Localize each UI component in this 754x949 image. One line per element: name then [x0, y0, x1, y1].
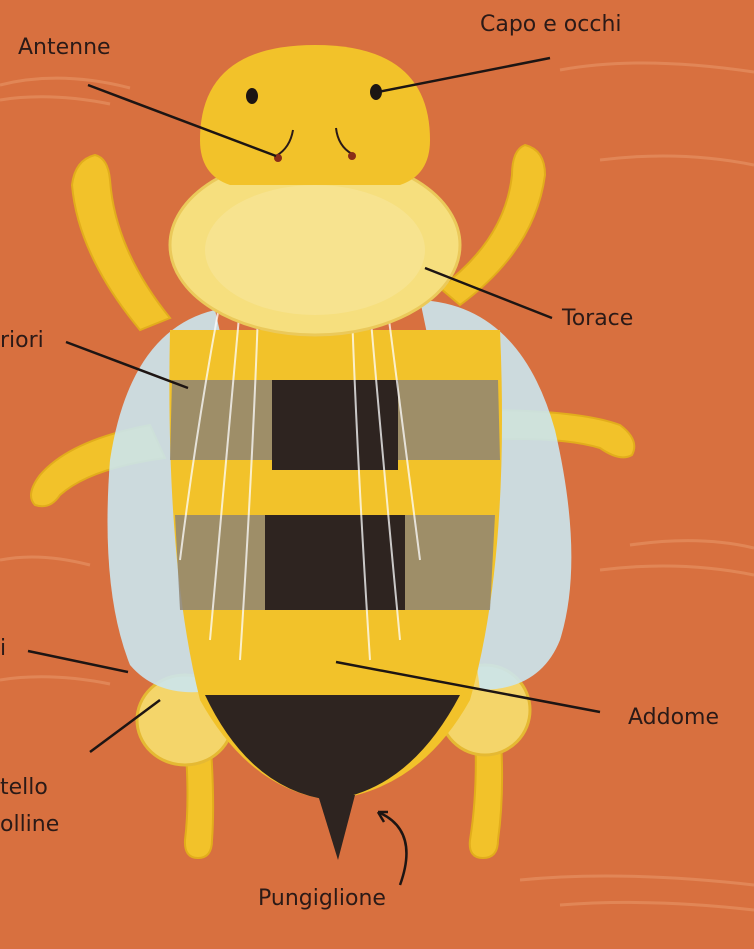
- head: [200, 45, 430, 185]
- label-cestello-line1: tello: [0, 773, 48, 803]
- band-dark-2: [265, 515, 405, 610]
- label-antenne: Antenne: [18, 33, 111, 63]
- label-addome: Addome: [628, 703, 719, 733]
- band-dark-1: [272, 380, 398, 470]
- label-cestello-line2: olline: [0, 810, 59, 840]
- label-ali-anteriori: riori: [0, 326, 44, 356]
- label-torace: Torace: [562, 304, 633, 334]
- label-ali-posteriori: i: [0, 634, 6, 664]
- head-shape: [200, 45, 430, 185]
- label-pungiglione: Pungiglione: [258, 884, 386, 914]
- eye-left: [246, 88, 258, 104]
- label-capo-occhi: Capo e occhi: [480, 10, 622, 40]
- antenna-tip-right: [348, 152, 356, 160]
